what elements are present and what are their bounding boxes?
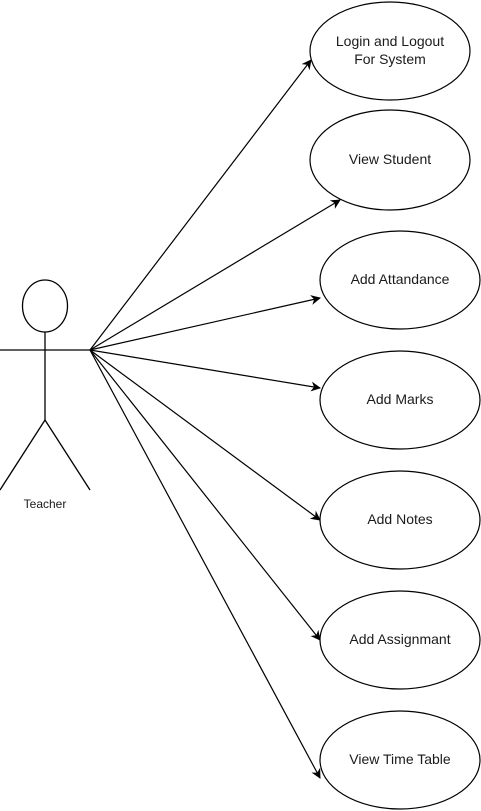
actor-head: [21, 279, 69, 333]
association-arrow-view-timetable: [89, 349, 321, 779]
use-case-label: Add Notes: [367, 511, 432, 527]
use-case-ellipse: [319, 590, 481, 690]
use-case-add-marks[interactable]: Add Marks: [319, 350, 481, 450]
use-case-label: View Time Table: [349, 751, 451, 767]
use-case-label: Add Attandance: [351, 271, 450, 287]
use-case-add-notes[interactable]: Add Notes: [319, 470, 481, 570]
use-case-label: Add Marks: [367, 391, 434, 407]
use-case-ellipse: [319, 710, 481, 810]
use-case-label: View Student: [349, 151, 431, 167]
association-arrow-login: [89, 59, 312, 351]
association-arrow-add-notes: [89, 349, 321, 521]
association-arrow-add-assignment: [89, 349, 321, 641]
association-arrow-view-student: [89, 199, 341, 351]
associations-group: [89, 59, 341, 779]
actor-label: Teacher: [24, 497, 67, 511]
use-case-label: Add Assignmant: [349, 631, 450, 647]
use-case-ellipse: [309, 109, 471, 211]
use-case-add-assignment[interactable]: Add Assignmant: [319, 590, 481, 690]
use-case-add-attendance[interactable]: Add Attandance: [319, 230, 481, 330]
actor-right-leg: [44, 419, 91, 491]
use-case-ellipse: [319, 350, 481, 450]
association-arrow-add-attendance: [89, 295, 321, 351]
association-arrow-add-marks: [89, 349, 321, 392]
use-case-view-student[interactable]: View Student: [309, 109, 471, 211]
actor-left-leg: [0, 419, 46, 491]
use-case-view-timetable[interactable]: View Time Table: [319, 710, 481, 810]
actor-teacher[interactable]: Teacher: [0, 279, 91, 511]
use-case-ellipse: [319, 470, 481, 570]
use-case-ellipse: [309, 1, 471, 101]
use-case-ellipse: [319, 230, 481, 330]
